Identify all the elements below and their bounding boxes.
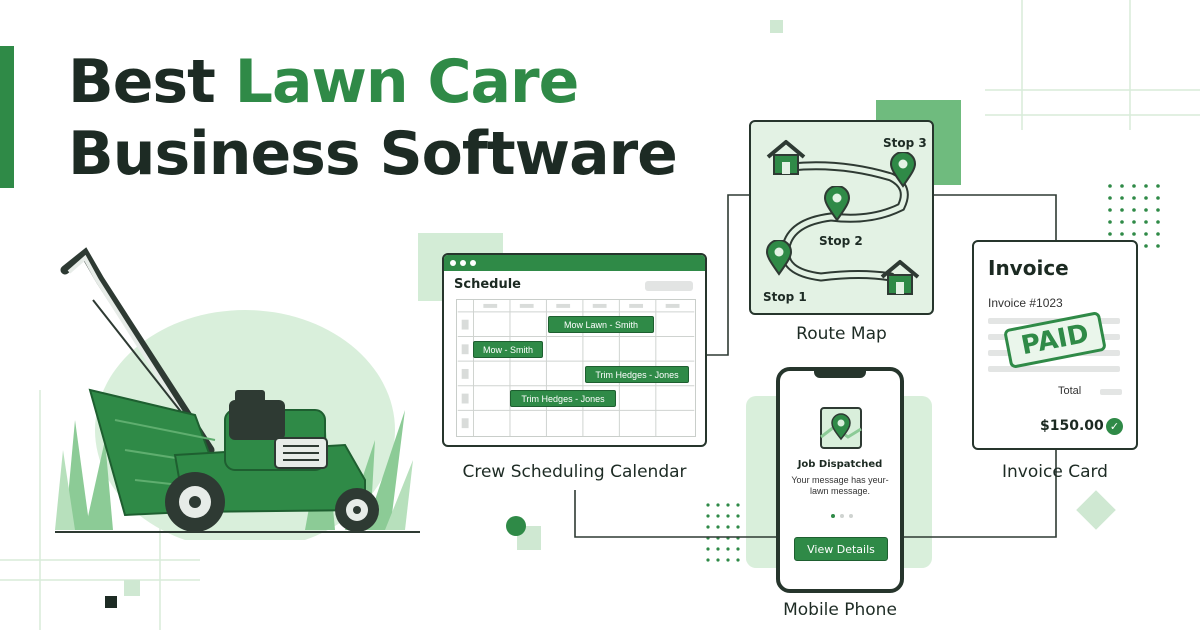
- schedule-toolbar-pill: [645, 281, 693, 291]
- page-title-line-1: Best Lawn Care: [68, 52, 579, 112]
- route-map-caption: Route Map: [796, 324, 887, 344]
- map-pin-icon: [823, 186, 851, 222]
- calendar-grid: [456, 299, 696, 437]
- map-pin-icon: [889, 152, 917, 188]
- title-prefix: Best: [68, 47, 235, 117]
- invoice-amount: $150.00: [1040, 418, 1104, 434]
- view-details-button[interactable]: View Details: [794, 537, 888, 561]
- pager-dots: [831, 514, 853, 518]
- window-dot: [460, 260, 466, 266]
- calendar-event[interactable]: Mow Lawn - Smith: [548, 316, 654, 333]
- phone-caption: Mobile Phone: [783, 600, 897, 620]
- mobile-phone: Job Dispatched Your message has yeur-law…: [776, 367, 904, 593]
- invoice-card: Invoice Invoice #1023 PAID Total $150.00…: [972, 240, 1138, 450]
- check-icon: ✓: [1106, 418, 1123, 435]
- lawn-mower-illustration: [55, 247, 420, 540]
- schedule-caption: Crew Scheduling Calendar: [462, 462, 687, 482]
- notification-title: Job Dispatched: [797, 459, 883, 470]
- window-titlebar: [444, 255, 705, 271]
- stop-label: Stop 2: [819, 234, 863, 248]
- stop-label: Stop 3: [883, 136, 927, 150]
- calendar-event[interactable]: Mow - Smith: [473, 341, 543, 358]
- placeholder-line: [988, 366, 1120, 372]
- page-title-line-2: Business Software: [68, 119, 678, 189]
- total-label: Total: [1058, 385, 1082, 397]
- calendar-event[interactable]: Trim Hedges - Jones: [510, 390, 616, 407]
- schedule-card: Schedule Mow Lawn - Smith Mow - Smith Tr…: [442, 253, 707, 447]
- window-dot: [470, 260, 476, 266]
- window-dot: [450, 260, 456, 266]
- map-pin-icon: [765, 240, 793, 276]
- invoice-caption: Invoice Card: [1002, 462, 1108, 482]
- title-highlight: Lawn Care: [234, 47, 580, 117]
- schedule-title: Schedule: [454, 277, 521, 292]
- phone-notch: [814, 370, 866, 378]
- house-icon: [766, 140, 806, 175]
- calendar-event[interactable]: Trim Hedges - Jones: [585, 366, 689, 383]
- route-map-card: Stop 3 Stop 2 Stop 1: [749, 120, 934, 315]
- accent-bar: [0, 46, 14, 188]
- map-pin-icon: [820, 407, 862, 449]
- invoice-title: Invoice: [988, 256, 1069, 280]
- placeholder-line: [1100, 389, 1122, 395]
- invoice-number: Invoice #1023: [988, 296, 1063, 310]
- stop-label: Stop 1: [763, 290, 807, 304]
- notification-message: Your message has yeur-lawn message.: [791, 475, 889, 496]
- house-icon: [880, 260, 920, 295]
